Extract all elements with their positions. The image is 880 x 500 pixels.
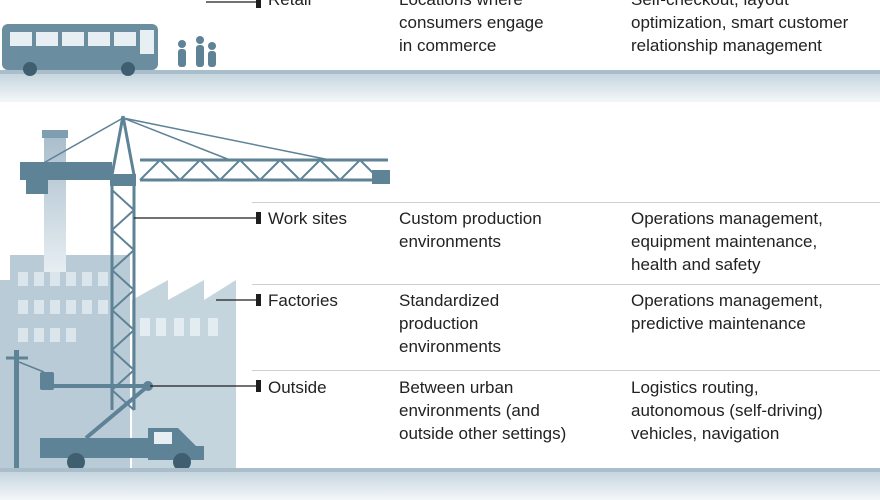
setting-description: Between urban environments (and outside …: [399, 378, 567, 443]
setting-description: Locations where consumers engage in comm…: [399, 0, 544, 55]
bucket-truck-icon: [40, 372, 204, 471]
setting-label: Factories: [268, 291, 338, 310]
row-divider: [252, 370, 880, 371]
setting-applications: Operations management, equipment mainten…: [631, 209, 823, 274]
setting-applications: Logistics routing, autonomous (self-driv…: [631, 378, 823, 443]
setting-label: Outside: [268, 378, 327, 397]
bus-icon: [2, 24, 158, 76]
setting-applications: Operations management, predictive mainte…: [631, 291, 823, 333]
factory-icon: [132, 280, 236, 470]
leader-lines: [134, 0, 261, 392]
setting-label: Work sites: [268, 209, 348, 228]
setting-description: Custom production environments: [399, 209, 542, 251]
utility-pole-icon: [6, 350, 45, 468]
ground-strip: [0, 470, 880, 500]
city-buildings: [0, 255, 130, 470]
row-divider: [252, 202, 880, 203]
setting-label: Retail: [268, 0, 311, 11]
retail-ground: [0, 72, 880, 102]
setting-applications: Self-checkout, layout optimization, smar…: [631, 0, 849, 55]
pedestrians-icon: [178, 36, 216, 67]
setting-description: Standardized production environments: [399, 291, 502, 356]
row-divider: [252, 284, 880, 285]
